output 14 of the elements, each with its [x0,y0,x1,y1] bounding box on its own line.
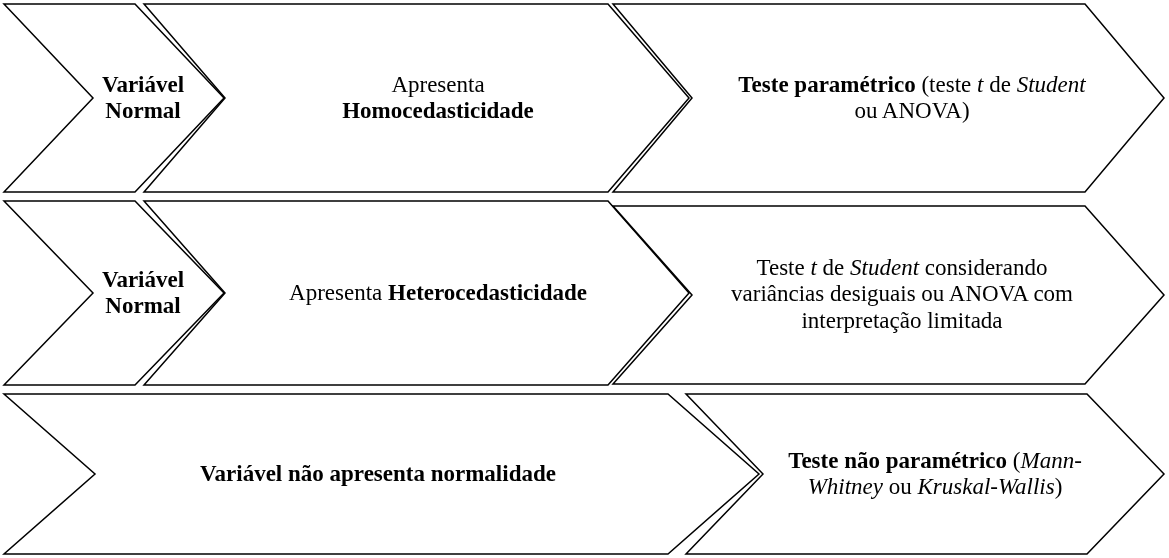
step-text: Teste não paramétrico (Mann-Whitney ou Kruskal-Wallis) [787,447,1083,501]
step-text: Variável não apresenta normalidade [199,460,557,488]
step-text: Apresenta Heterocedasticidade [288,279,588,307]
chevron-step [3,393,760,555]
chevron-step [612,3,1165,193]
chevron-step [3,3,225,193]
step-text: Variável Normal [100,71,186,125]
step-text: Apresenta Homocedasticidade [341,71,535,125]
step-text: Variável Normal [100,266,186,320]
chevron-step [612,205,1165,385]
step-text: Teste paramétrico (teste t de Student ou ANOVA) [737,71,1087,125]
step-text: Teste t de Student considerando variâncias desiguais ou ANOVA com interpretação limitada [730,255,1074,335]
chevron-step [685,393,1165,555]
chevron-step [3,200,225,386]
